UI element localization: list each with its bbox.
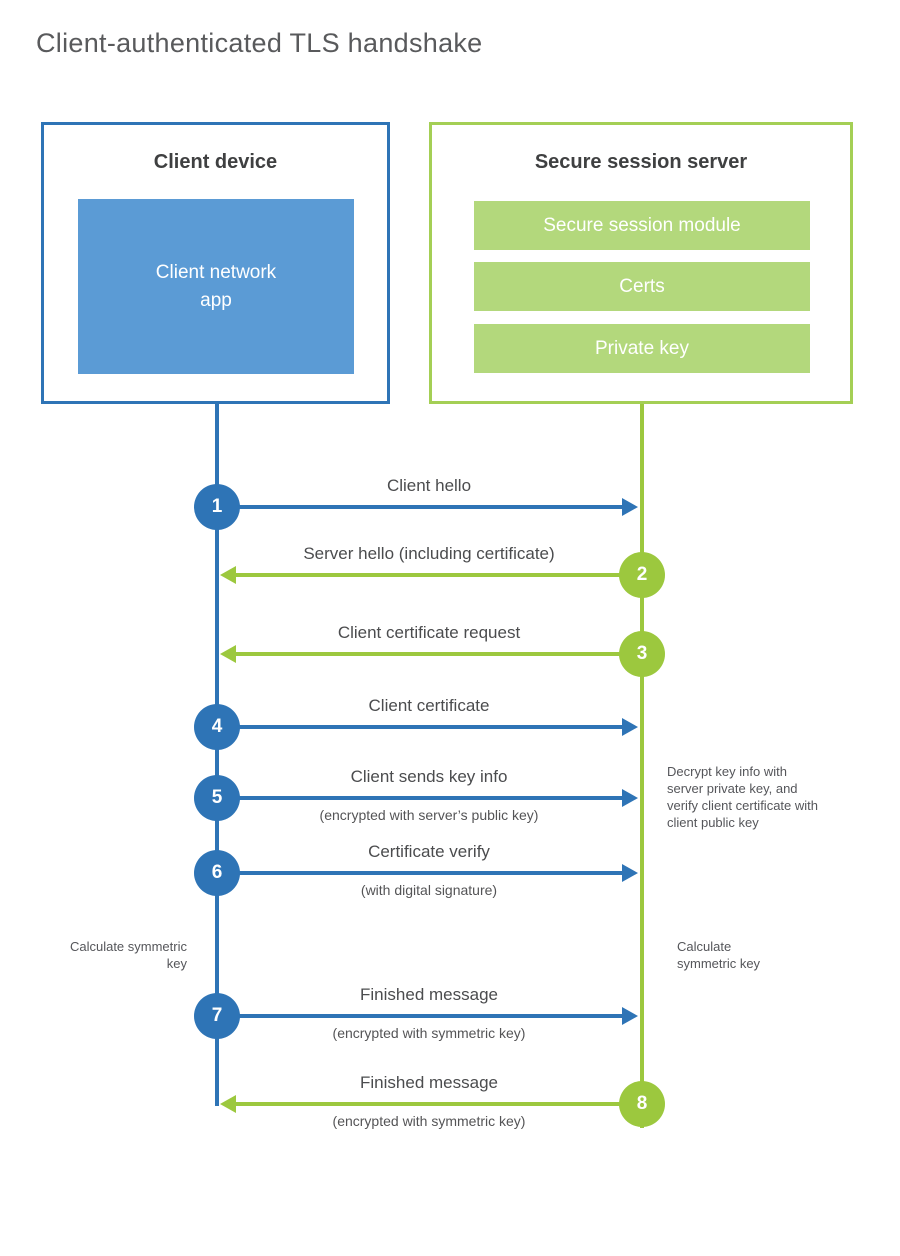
step-number: 4 <box>211 716 223 737</box>
message-arrow-line <box>217 871 623 875</box>
step-number: 6 <box>211 862 223 883</box>
message-arrow-line <box>236 573 642 577</box>
server-module-bar: Secure session module <box>474 201 810 250</box>
step-number: 3 <box>636 643 648 664</box>
step-number-badge: 8 <box>619 1081 665 1127</box>
client-device-box: Client device Client network app <box>41 122 390 404</box>
message-label: Client sends key info <box>350 767 508 786</box>
message-arrowhead-icon <box>220 1095 236 1113</box>
message-arrow-line <box>217 1014 623 1018</box>
server-module-bar: Certs <box>474 262 810 311</box>
step-number: 5 <box>211 787 223 808</box>
step-number-badge: 4 <box>194 704 240 750</box>
message-arrow-line <box>217 505 623 509</box>
page-title: Client-authenticated TLS handshake <box>36 28 483 58</box>
message-label: Server hello (including certificate) <box>303 544 555 563</box>
decrypt-key-note: Decrypt key info with server private key… <box>667 764 818 830</box>
message-label: Client hello <box>386 476 472 495</box>
message-arrowhead-icon <box>622 789 638 807</box>
message-arrow-line <box>236 1102 642 1106</box>
secure-session-server-box: Secure session server Secure session mod… <box>429 122 853 404</box>
message-sublabel: (encrypted with symmetric key) <box>332 1025 526 1041</box>
message-arrow-line <box>217 796 623 800</box>
message-arrowhead-icon <box>622 718 638 736</box>
message-label: Finished message <box>360 1073 498 1092</box>
message-label: Finished message <box>360 985 498 1004</box>
step-number: 7 <box>211 1005 223 1026</box>
server-lifeline <box>640 404 644 1128</box>
calculate-symmetric-key-note-server: Calculate symmetric key <box>677 939 761 971</box>
message-arrowhead-icon <box>622 864 638 882</box>
step-number-badge: 6 <box>194 850 240 896</box>
message-arrow-line <box>236 652 642 656</box>
message-label: Client certificate <box>368 696 490 715</box>
client-device-heading: Client device <box>153 151 278 173</box>
step-number-badge: 3 <box>619 631 665 677</box>
client-lifeline <box>215 404 219 1106</box>
step-number-badge: 1 <box>194 484 240 530</box>
step-number: 1 <box>211 496 223 517</box>
step-number-badge: 2 <box>619 552 665 598</box>
step-number: 8 <box>636 1093 648 1114</box>
message-arrowhead-icon <box>622 1007 638 1025</box>
message-sublabel: (encrypted with server’s public key) <box>319 807 539 823</box>
secure-session-server-heading: Secure session server <box>534 151 748 173</box>
message-sublabel: (encrypted with symmetric key) <box>332 1113 526 1129</box>
calculate-symmetric-key-note-client: Calculate symmetric key <box>69 939 187 971</box>
message-arrowhead-icon <box>220 645 236 663</box>
server-module-bar: Private key <box>474 324 810 373</box>
message-label: Client certificate request <box>337 623 521 642</box>
message-arrow-line <box>217 725 623 729</box>
message-sublabel: (with digital signature) <box>360 882 498 898</box>
step-number-badge: 5 <box>194 775 240 821</box>
step-number: 2 <box>636 564 648 585</box>
step-number-badge: 7 <box>194 993 240 1039</box>
message-label: Certificate verify <box>368 842 490 861</box>
message-arrowhead-icon <box>622 498 638 516</box>
message-arrowhead-icon <box>220 566 236 584</box>
client-network-app-box: Client network app <box>78 199 354 374</box>
